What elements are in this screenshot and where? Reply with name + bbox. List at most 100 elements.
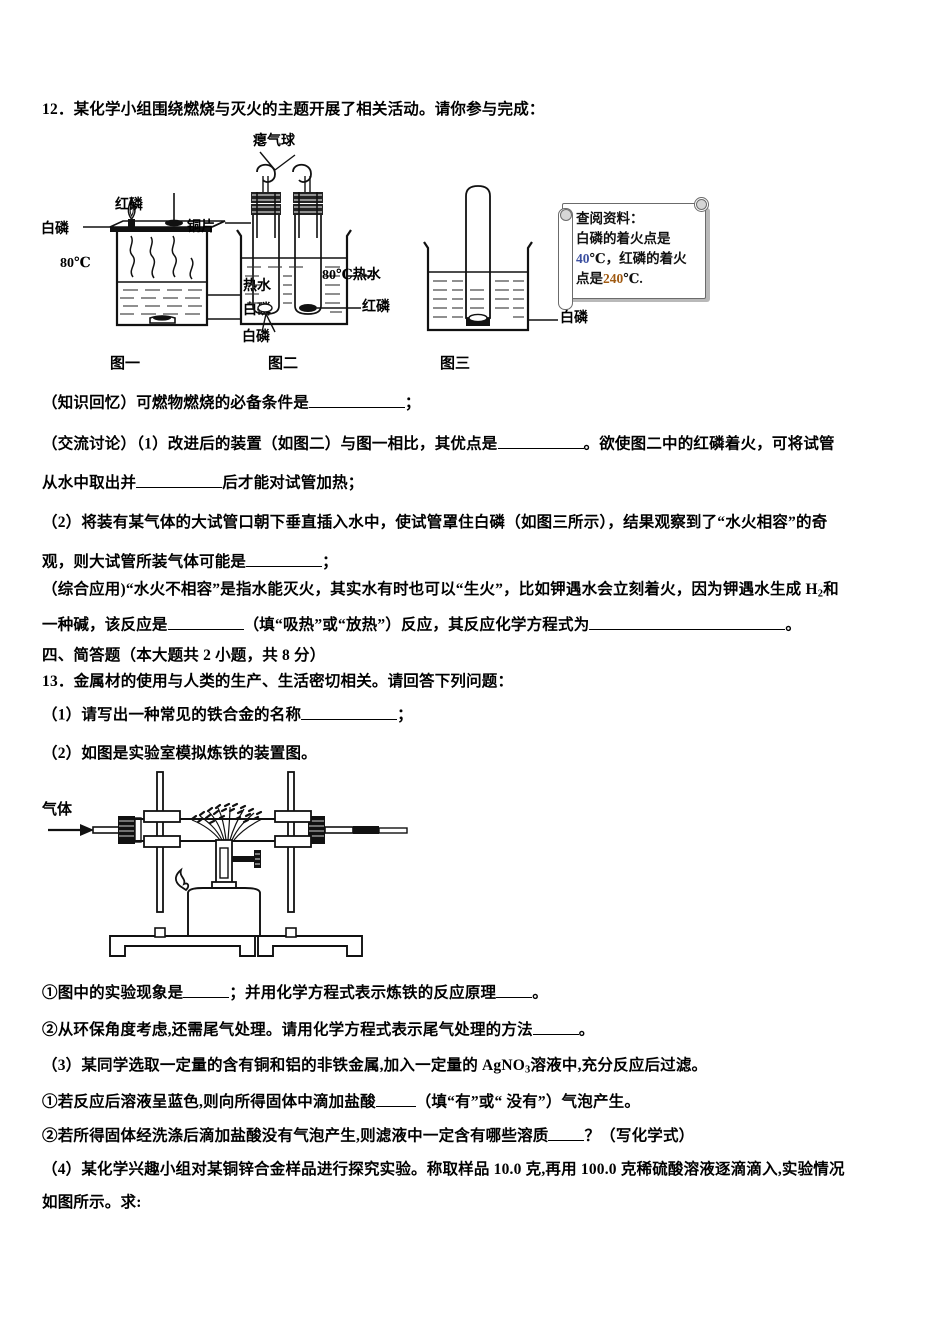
q13-part-3: （3）某同学选取一定量的含有铜和铝的非铁金属,加入一定量的 AgNO3溶液中,充… [42,1054,707,1078]
scroll-knob-right [696,199,707,210]
figure-2-label-white-phosphorus: 白磷 [242,330,270,345]
figure-1-diagram [83,193,251,327]
q12-knowledge-recall: （知识回忆）可燃物燃烧的必备条件是 ； [42,391,421,415]
q13-sub-2a: ②若所得固体经洗涤后滴加盐酸没有气泡产生,则滤液中一定含有哪些溶质 [42,1127,549,1145]
answer-blank[interactable] [589,613,786,630]
section-4-heading: 四、简答题（本大题共 2 小题，共 8 分） [42,644,325,667]
answer-blank[interactable] [496,981,533,998]
reference-scroll-note: 查阅资料： 白磷的着火点是 40℃，红磷的着火 点是240℃. [556,196,716,321]
question-13-stem-text: 13．金属材的使用与人类的生产、生活密切相关。请回答下列问题： [42,673,514,690]
q13-part-3-subscript: 3 [525,1064,531,1076]
figure-2-diagram [236,151,375,333]
answer-blank[interactable] [167,613,244,630]
q12-discussion-2b: 观，则大试管所装气体可能是 [42,553,247,571]
q12-application-c: （填“吸热”或“放热”）反应，其反应化学方程式为 [243,616,590,634]
q13-part-2-text: （2）如图是实验室模拟炼铁的装置图。 [42,745,317,762]
scroll-body [562,203,706,299]
figure-2-label-deflated-balloon: 瘪气球 [253,134,295,149]
ironmaking-apparatus-diagram [48,771,408,957]
scroll-note-line-3-rest: ℃，红磷的着火 [589,251,687,266]
q12-knowledge-recall-text: （知识回忆）可燃物燃烧的必备条件是 [42,394,309,412]
figure-1-label-copper-sheet: 铜片 [187,220,215,235]
answer-blank[interactable] [246,550,323,567]
q12-discussion-1a: （交流讨论）（1）改进后的装置（如图二）与图一相比，其优点是 [42,435,498,453]
answer-blank[interactable] [183,981,230,998]
combustion-figure-group: 白磷 红磷 铜片 80℃ 热水 白磷 图一 [0,130,950,372]
q12-discussion-2-line-2: 观，则大试管所装气体可能是 ； [42,550,338,574]
q12-application-line-1: （综合应用)“水火不相容”是指水能灭火，其实水有时也可以“生火”，比如钾遇水会立… [42,578,839,602]
q12-application-d: 。 [785,616,802,634]
answer-blank[interactable] [375,1090,416,1107]
scroll-note-line-4-rest: ℃. [623,271,643,286]
figure-1-label-hot-water: 热水 [243,279,271,294]
q13-item-1: ①图中的实验现象是 ；并用化学方程式表示炼铁的反应原理 。 [42,981,548,1005]
q12-discussion-1d: 后才能对试管加热； [222,474,364,492]
scroll-note-line-4: 点是240℃. [576,270,643,288]
figure-2-label-hot-water: 80℃热水 [322,268,381,283]
q12-discussion-1-line-2: 从水中取出并 后才能对试管加热； [42,471,364,495]
q12-application-subscript: 2 [817,588,824,600]
figure-2-label-red-phosphorus: 红磷 [362,300,390,315]
q13-item-1c: 。 [532,984,548,1002]
q12-application-a: （综合应用)“水火不相容”是指水能灭火，其实水有时也可以“生火”，比如钾遇水会立… [42,581,818,598]
answer-blank[interactable] [301,703,398,720]
q13-part-4a: （4）某化学兴趣小组对某铜锌合金样品进行探究实验。称取样品 10.0 克,再用 … [42,1161,845,1178]
q13-part-1: （1）请写出一种常见的铁合金的名称 ； [42,703,413,727]
q13-part-2: （2）如图是实验室模拟炼铁的装置图。 [42,742,317,765]
question-13-stem: 13．金属材的使用与人类的生产、生活密切相关。请回答下列问题： [42,670,513,693]
figure-2-caption: 图二 [268,356,299,372]
q13-part-3a: （3）某同学选取一定量的含有铜和铝的非铁金属,加入一定量的 AgNO [42,1057,525,1074]
scroll-note-line-3: 40℃，红磷的着火 [576,250,687,268]
scroll-note-line-4-pre: 点是 [576,271,603,286]
q13-part-3a-tail: 溶液中,充分反应后过滤。 [530,1057,708,1074]
q13-part-4-line-2: 如图所示。求: [42,1191,142,1214]
q13-part-3-sub-1: ①若反应后溶液呈蓝色,则向所得固体中滴加盐酸 （填“有”或“ 没有”）气泡产生。 [42,1090,640,1114]
figure-1-label-white-phosphorus-left: 白磷 [41,222,69,237]
q13-item-2a: ②从环保角度考虑,还需尾气处理。请用化学方程式表示尾气处理的方法 [42,1021,533,1039]
scroll-roll-left [558,208,573,310]
q13-item-1a: ①图中的实验现象是 [42,984,184,1002]
q12-application-a-tail: 和 [823,581,839,598]
q13-item-2b: 。 [578,1021,595,1039]
q13-part-4b: 如图所示。求: [42,1194,142,1211]
q13-sub-2b: ？（写化学式） [584,1127,695,1145]
q13-sub-1a: ①若反应后溶液呈蓝色,则向所得固体中滴加盐酸 [42,1093,376,1111]
scroll-note-line-2: 白磷的着火点是 [576,231,671,246]
q13-item-2: ②从环保角度考虑,还需尾气处理。请用化学方程式表示尾气处理的方法 。 [42,1018,594,1042]
scroll-knob-left [559,209,572,221]
q12-discussion-2c: ； [322,553,338,571]
q13-item-1b: ；并用化学方程式表示炼铁的反应原理 [229,984,497,1002]
question-12-stem: 12．某化学小组围绕燃烧与灭火的主题开展了相关活动。请你参与完成： [42,98,545,121]
q12-discussion-2a: （2）将装有某气体的大试管口朝下垂直插入水中，使试管罩住白磷（如图三所示），结果… [42,514,828,531]
q12-discussion-2-line-1: （2）将装有某气体的大试管口朝下垂直插入水中，使试管罩住白磷（如图三所示），结果… [42,511,827,534]
q13-part-3-sub-2: ②若所得固体经洗涤后滴加盐酸没有气泡产生,则滤液中一定含有哪些溶质 ？（写化学式） [42,1124,694,1148]
answer-blank[interactable] [136,471,223,488]
ironmaking-figure: 气体 [0,771,420,968]
q13-part-4-line-1: （4）某化学兴趣小组对某铜锌合金样品进行探究实验。称取样品 10.0 克,再用 … [42,1158,845,1181]
q12-discussion-1-line-1: （交流讨论）（1）改进后的装置（如图二）与图一相比，其优点是。欲使图二中的红磷着… [42,432,835,456]
q12-discussion-1c: 从水中取出并 [42,474,137,492]
section-4-heading-text: 四、简答题（本大题共 2 小题，共 8 分） [42,647,326,664]
red-phosphorus-ignition-temp: 240 [603,271,624,286]
question-12-stem-text: 12．某化学小组围绕燃烧与灭火的主题开展了相关活动。请你参与完成： [42,101,545,118]
figure-3-diagram [423,185,558,332]
q12-application-b: 一种碱，该反应是 [42,616,168,634]
q13-part-1-text: （1）请写出一种常见的铁合金的名称 [42,706,302,724]
answer-blank[interactable] [497,432,584,449]
ironmaking-label-gas: 气体 [42,802,73,818]
q13-part-1-tail: ； [397,706,413,724]
q12-knowledge-recall-tail: ； [404,394,421,412]
q12-application-line-2: 一种碱，该反应是 （填“吸热”或“放热”）反应，其反应化学方程式为 。 [42,613,801,637]
figure-1-label-red-phosphorus: 红磷 [115,198,143,213]
scroll-note-line-1: 查阅资料： [576,211,644,226]
answer-blank[interactable] [532,1018,579,1035]
answer-blank[interactable] [548,1124,585,1141]
q13-sub-1b: （填“有”或“ 没有”）气泡产生。 [415,1093,641,1111]
white-phosphorus-ignition-temp: 40 [576,251,590,266]
figure-3-caption: 图三 [440,356,471,372]
figure-3-label-white-phosphorus: 白磷 [560,311,588,326]
figure-1-caption: 图一 [110,356,141,372]
figure-1-label-temperature: 80℃ [60,256,91,271]
answer-blank[interactable] [308,391,405,408]
